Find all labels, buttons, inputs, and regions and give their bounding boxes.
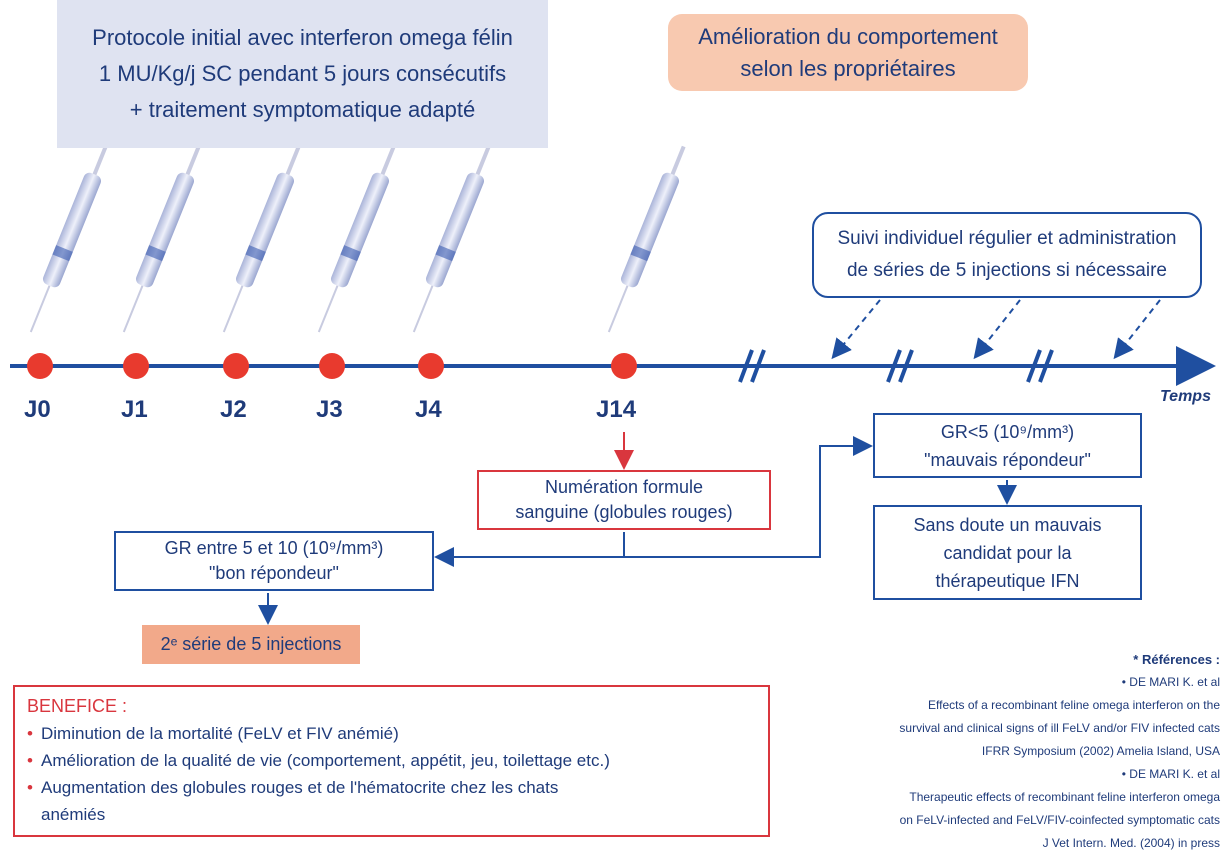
syringe-icon <box>122 145 201 333</box>
day-marker <box>27 353 53 379</box>
axis-break <box>886 349 914 383</box>
followup-arrow <box>831 299 881 360</box>
good-responder-line: "bon répondeur" <box>209 563 339 583</box>
benefit-text: Augmentation des globules rouges et de l… <box>41 778 559 797</box>
benefit-item: • Amélioration de la qualité de vie (com… <box>27 747 756 774</box>
followup-arrow <box>1113 299 1161 360</box>
syringe-icon <box>29 145 108 333</box>
reference-line: • DE MARI K. et al <box>1121 675 1220 689</box>
reference-line: J Vet Intern. Med. (2004) in press <box>1042 836 1220 850</box>
day-marker <box>418 353 444 379</box>
protocol-box: Protocole initial avec interferon omega … <box>57 0 548 148</box>
day-label-j0: J0 <box>24 396 51 423</box>
reference-line: • DE MARI K. et al <box>1121 767 1220 781</box>
benefit-item: • Augmentation des globules rouges et de… <box>27 774 756 801</box>
day-label-j14: J14 <box>596 396 637 423</box>
blood-count-line: sanguine (globules rouges) <box>515 502 733 522</box>
good-responder-line: GR entre 5 et 10 (10⁹/mm³) <box>164 538 384 558</box>
followup-line: Suivi individuel régulier et administrat… <box>837 228 1177 249</box>
followup-box: Suivi individuel régulier et administrat… <box>812 212 1202 298</box>
benefit-item: • Diminution de la mortalité (FeLV et FI… <box>27 720 756 747</box>
references-title: * Références : <box>1133 652 1220 667</box>
day-marker <box>611 353 637 379</box>
syringe-icon <box>317 145 396 333</box>
day-marker <box>223 353 249 379</box>
followup-line: de séries de 5 injections si nécessaire <box>846 260 1167 281</box>
branch-right-arrow <box>624 436 873 558</box>
bullet-spacer <box>27 801 41 828</box>
protocol-line: 1 MU/Kg/j SC pendant 5 jours consécutifs <box>98 61 507 86</box>
blood-count-line: Numération formule <box>544 477 704 497</box>
benefit-text: anémiés <box>41 805 106 824</box>
references-block: * Références : • DE MARI K. et al Effect… <box>770 648 1220 855</box>
syringe-icon <box>222 145 301 333</box>
candidate-line: thérapeutique IFN <box>935 570 1080 591</box>
benefit-item: anémiés <box>27 801 756 828</box>
poor-responder-line: "mauvais répondeur" <box>924 449 1091 470</box>
bullet-icon: • <box>27 751 33 770</box>
followup-arrow <box>973 299 1021 360</box>
second-series-box: 2ᵉ série de 5 injections <box>142 625 360 664</box>
reference-line: on FeLV-infected and FeLV/FIV-coinfected… <box>899 813 1220 827</box>
day-label-j3: J3 <box>316 396 343 423</box>
behavior-box: Amélioration du comportement selon les p… <box>668 14 1028 91</box>
reference-line: survival and clinical signs of ill FeLV … <box>899 721 1220 735</box>
reference-line: Therapeutic effects of recombinant felin… <box>909 790 1220 804</box>
day-label-j4: J4 <box>415 396 442 423</box>
day-label-j1: J1 <box>121 396 148 423</box>
poor-responder-line: GR<5 (10⁹/mm³) <box>940 421 1075 442</box>
protocol-line: Protocole initial avec interferon omega … <box>92 25 513 50</box>
benefit-title: BENEFICE : <box>27 696 128 716</box>
poor-responder-box: GR<5 (10⁹/mm³) "mauvais répondeur" <box>873 413 1142 478</box>
bullet-icon: • <box>27 724 33 743</box>
candidate-box: Sans doute un mauvais candidat pour la t… <box>873 505 1142 600</box>
reference-line: IFRR Symposium (2002) Amelia Island, USA <box>981 744 1220 758</box>
reference-line: Effects of a recombinant feline omega in… <box>928 698 1220 712</box>
bullet-icon: • <box>27 778 33 797</box>
blood-count-box: Numération formule sanguine (globules ro… <box>477 470 771 530</box>
day-marker <box>123 353 149 379</box>
benefit-text: Diminution de la mortalité (FeLV et FIV … <box>41 724 399 743</box>
day-marker <box>319 353 345 379</box>
benefit-text: Amélioration de la qualité de vie (compo… <box>41 751 610 770</box>
benefit-box: BENEFICE : • Diminution de la mortalité … <box>13 685 770 837</box>
day-label-j2: J2 <box>220 396 247 423</box>
behavior-line: Amélioration du comportement <box>698 23 998 49</box>
candidate-line: candidat pour la <box>943 542 1072 563</box>
candidate-line: Sans doute un mauvais <box>913 514 1102 535</box>
axis-label: Temps <box>1160 388 1211 405</box>
protocol-line: + traitement symptomatique adapté <box>129 97 476 122</box>
syringe-icon <box>607 145 686 333</box>
branch-left-arrow <box>434 532 625 567</box>
syringe-icon <box>412 145 491 333</box>
behavior-line: selon les propriétaires <box>740 55 956 81</box>
axis-break <box>738 349 766 383</box>
axis-break <box>1026 349 1054 383</box>
good-responder-box: GR entre 5 et 10 (10⁹/mm³) "bon répondeu… <box>114 531 434 591</box>
